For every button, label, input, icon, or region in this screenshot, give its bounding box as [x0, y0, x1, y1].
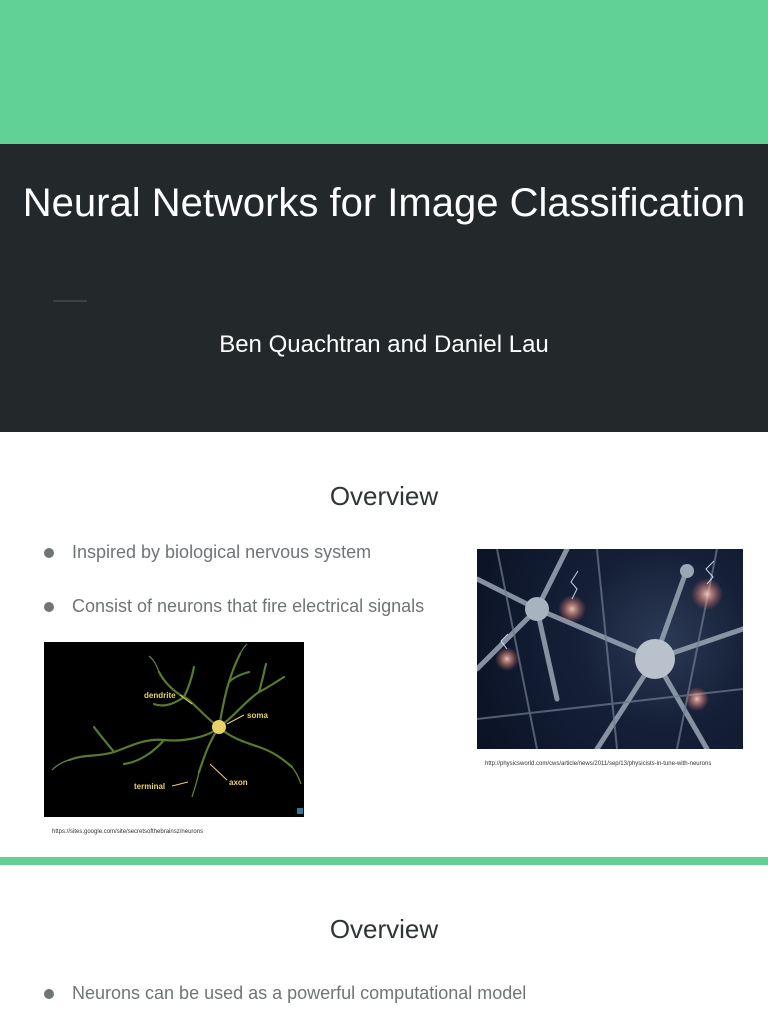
neuron-diagram-image: dendrite soma axon terminal — [44, 642, 304, 817]
logo-icon — [297, 808, 303, 814]
synapse-glow — [495, 647, 519, 671]
neuron-cell-shape — [635, 639, 675, 679]
bullet-text: Inspired by biological nervous system — [72, 542, 372, 562]
bullet-dot-icon — [44, 547, 54, 558]
overview-slide-2: Overview Neurons can be used as a powerf… — [0, 865, 768, 1024]
neuron-diagram-drawing: dendrite soma axon terminal — [51, 643, 303, 814]
neuron-cell-shape — [525, 597, 549, 621]
neuron-network-drawing — [477, 549, 743, 749]
terminal-label: terminal — [134, 782, 165, 791]
axon-label: axon — [229, 778, 248, 787]
neuron-cell-shape — [680, 564, 694, 578]
top-accent-band — [0, 0, 768, 144]
synapse-glow — [558, 595, 586, 623]
accent-line — [53, 300, 87, 302]
soma-shape — [212, 720, 226, 734]
image-caption-left: https://sites.google.com/site/secretsoft… — [52, 829, 204, 835]
bullet-text: Consist of neurons that fire electrical … — [72, 596, 425, 616]
bullet-item: Neurons can be used as a powerful comput… — [44, 983, 526, 1004]
bullet-text: Neurons can be used as a powerful comput… — [72, 983, 527, 1003]
synapse-glow — [691, 578, 723, 610]
slide-heading: Overview — [329, 914, 439, 944]
bullet-dot-icon — [44, 988, 54, 999]
dendrite-label: dendrite — [144, 691, 176, 700]
bullet-dot-icon — [44, 601, 54, 612]
overview-slide: Overview Inspired by biological nervous … — [0, 432, 768, 857]
presentation-authors: Ben Quachtran and Daniel Lau — [219, 331, 549, 358]
bullet-item: Inspired by biological nervous system — [44, 542, 371, 563]
neuron-network-image — [477, 549, 743, 749]
soma-label: soma — [247, 711, 268, 720]
presentation-title: Neural Networks for Image Classification — [22, 181, 746, 225]
slide-divider — [0, 857, 768, 865]
synapse-glow — [685, 687, 709, 711]
bullet-item: Consist of neurons that fire electrical … — [44, 596, 424, 617]
image-caption-right: http://physicsworld.com/cws/article/news… — [485, 761, 712, 767]
slide-heading: Overview — [329, 481, 439, 511]
title-slide: Neural Networks for Image Classification… — [0, 144, 768, 432]
